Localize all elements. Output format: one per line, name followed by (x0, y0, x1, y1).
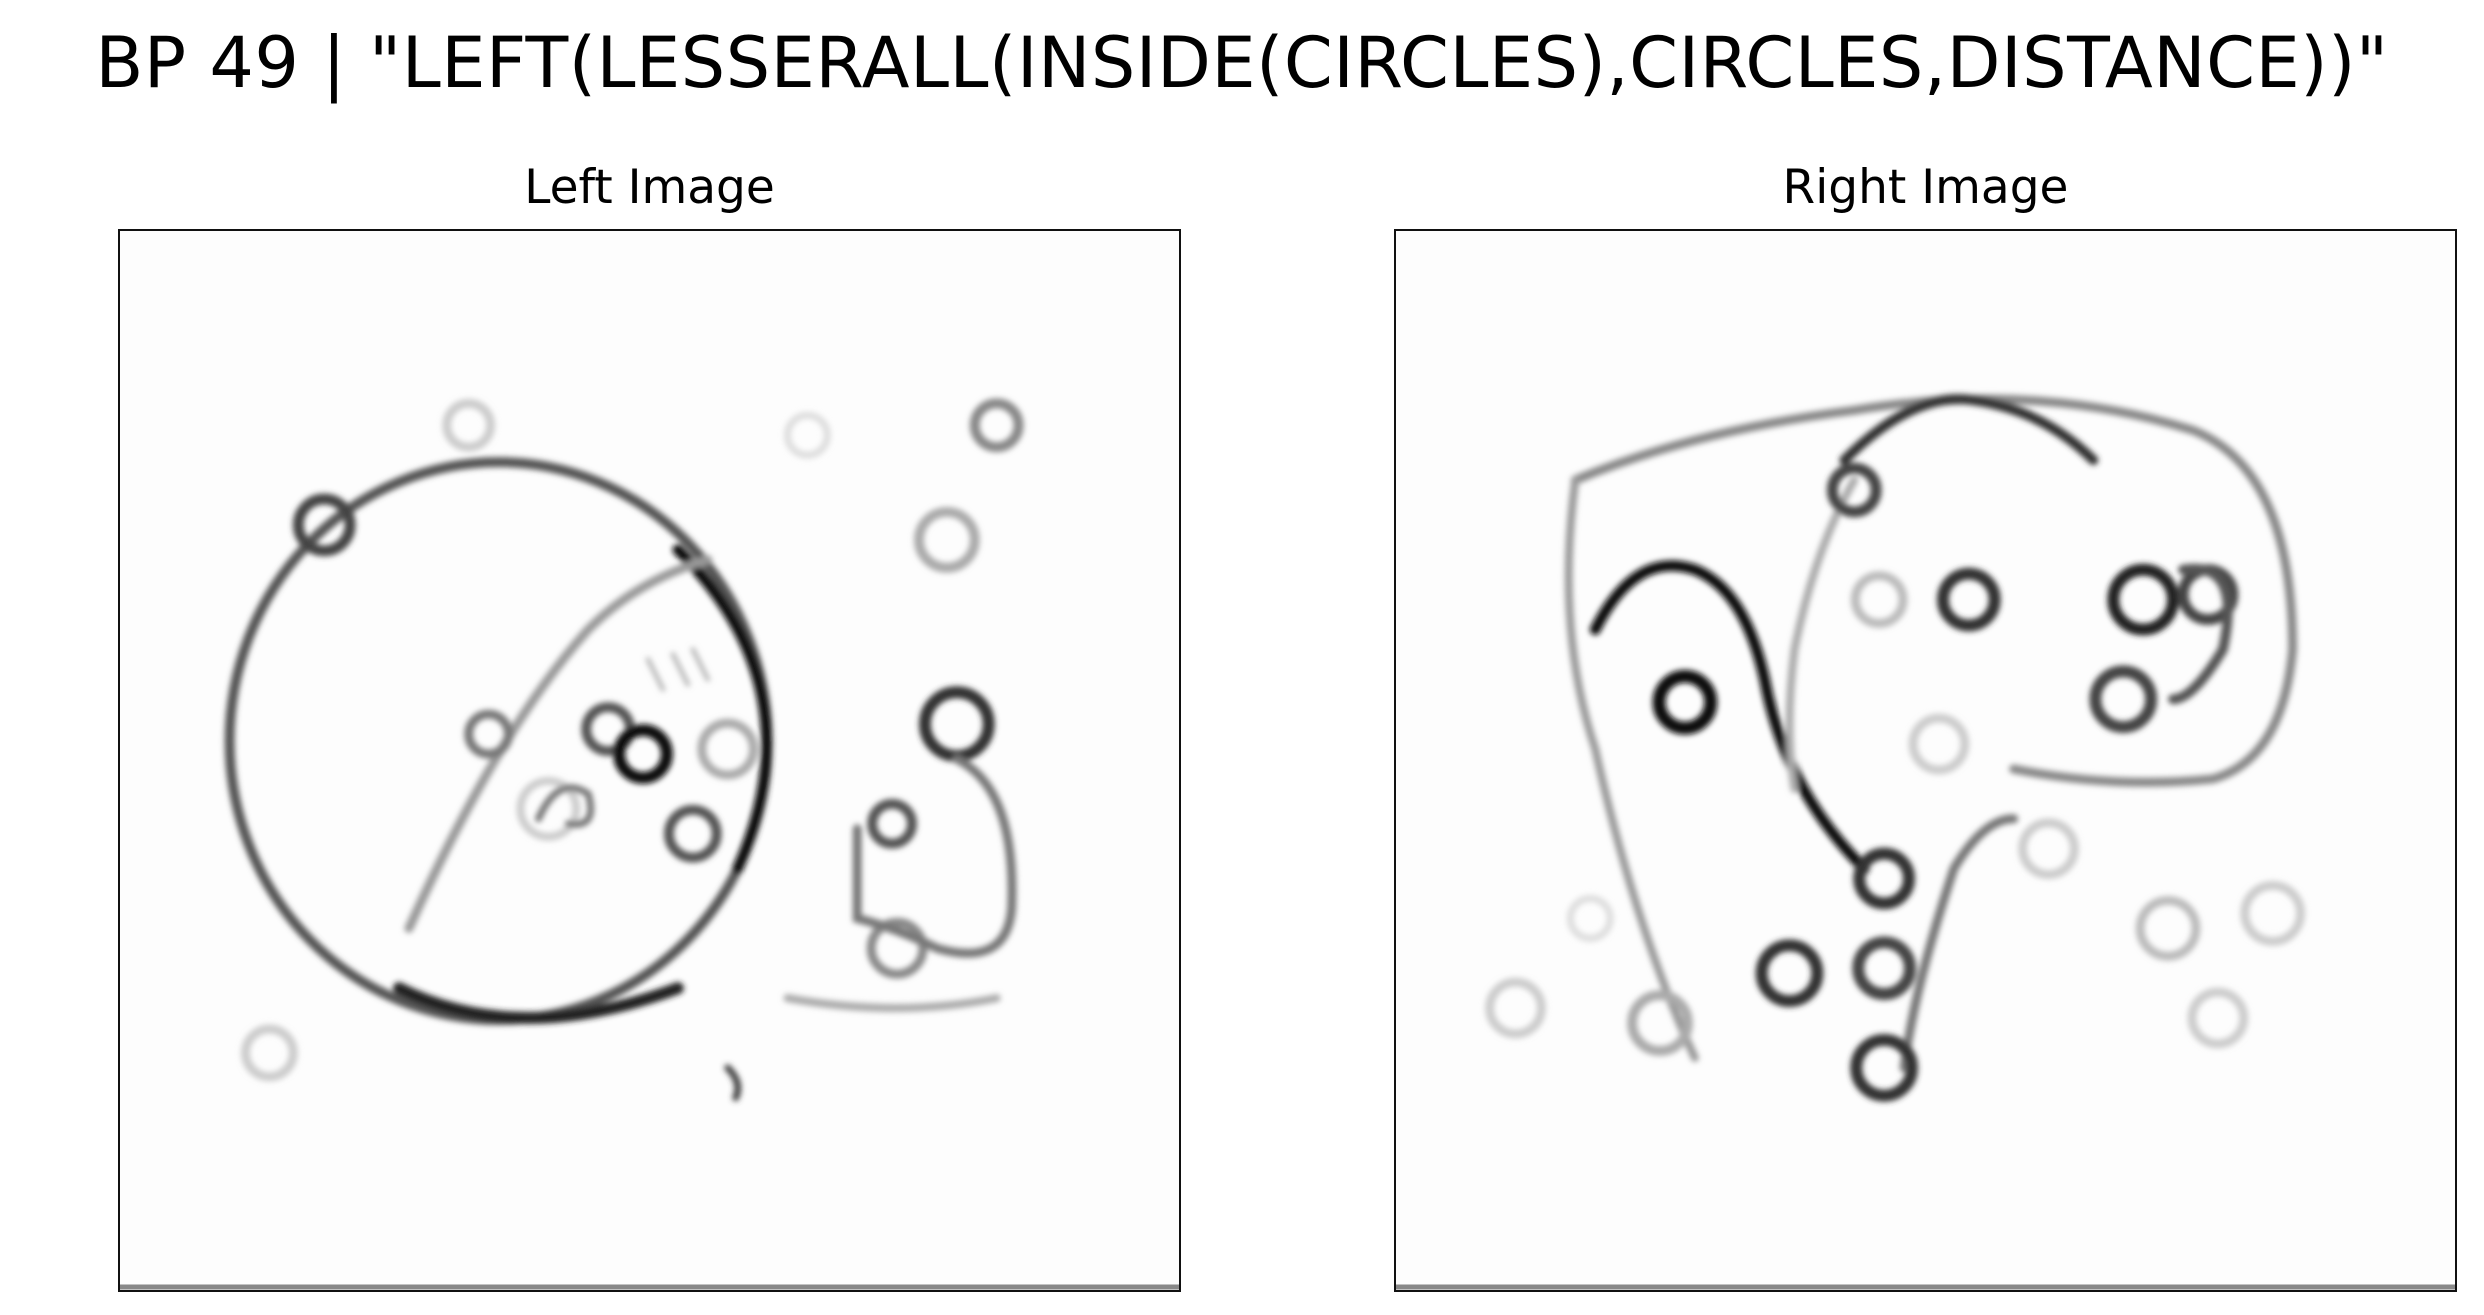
inside-circle (1852, 936, 1917, 1001)
outside-circle (783, 411, 831, 459)
outside-circle (241, 1024, 298, 1082)
inside-circle (1853, 847, 1916, 910)
inside-circle (464, 709, 514, 759)
upper-right-loop (2168, 563, 2233, 705)
dark-inner-stroke (1589, 560, 1870, 875)
outside-circle (1627, 990, 1693, 1056)
small-tick (724, 1064, 742, 1102)
outside-circle (1485, 977, 1546, 1039)
hatch-marks (645, 646, 711, 692)
right-panel-title: Right Image (1782, 160, 2069, 215)
inside-circle (1936, 567, 2001, 632)
bottom-tail-stroke (783, 994, 1001, 1013)
right-image-panel (1394, 229, 2457, 1292)
inside-circle (613, 724, 673, 784)
outside-circle (969, 398, 1024, 453)
right-loop-stroke (852, 754, 1017, 958)
inside-circle (1850, 571, 1908, 629)
inner-divider (1785, 476, 1859, 793)
left-image (120, 398, 1179, 1290)
outside-circle (2018, 818, 2079, 880)
inside-circle (1908, 713, 1970, 775)
inside-circle (1652, 669, 1718, 735)
outside-circle (867, 798, 917, 849)
outer-blob (1570, 394, 2298, 787)
left-blob-edge (1564, 476, 1699, 1062)
figure-title: BP 49 | "LEFT(LESSERALL(INSIDE(CIRCLES),… (95, 22, 2389, 104)
outside-circle (292, 493, 356, 557)
inside-circle (1755, 939, 1824, 1008)
outside-circle (1566, 894, 1614, 942)
inside-circle (1850, 1033, 1919, 1102)
diagonal-stroke (404, 555, 713, 933)
inside-curve (534, 784, 595, 828)
left-image-panel (118, 229, 1181, 1292)
outside-circle (918, 686, 995, 762)
large-circle-lower-arc (392, 982, 684, 1025)
inside-circle (663, 804, 722, 863)
inside-circle (516, 776, 581, 841)
outside-circle (442, 398, 496, 452)
left-panel-title: Left Image (524, 160, 775, 215)
inside-circle (697, 718, 759, 780)
lower-right-stroke (1899, 814, 2019, 1073)
dark-upper-arc (1839, 394, 2099, 466)
outside-circle (866, 917, 928, 979)
outside-circle (2187, 987, 2249, 1049)
large-circle-dark-arc (672, 544, 773, 875)
outside-circle (914, 506, 980, 573)
inside-circle (1826, 462, 1882, 518)
inside-circle (2089, 665, 2158, 734)
outside-circle (2240, 881, 2306, 946)
outside-circle (2135, 895, 2201, 961)
inside-circle (2107, 563, 2180, 636)
right-image (1396, 394, 2455, 1290)
